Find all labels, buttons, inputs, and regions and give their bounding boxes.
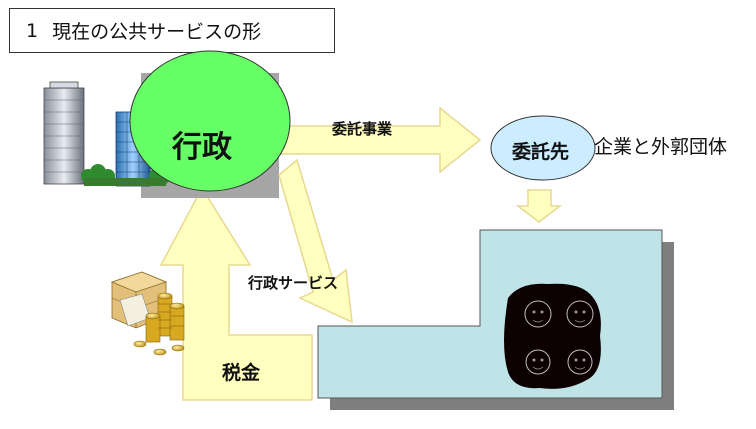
government-label: 行政 [172, 130, 232, 165]
title-text: 現在の公共サービスの形 [52, 21, 262, 43]
contractor-note: 企業と外郭団体 [594, 136, 728, 158]
service-arrow [278, 158, 353, 324]
outsourcing-label: 委託事業 [332, 120, 393, 138]
service-label: 行政サービス [248, 274, 339, 292]
tax-arrow [159, 186, 313, 401]
contractor-down-arrow [515, 189, 563, 223]
outsourcing-arrow [279, 106, 482, 174]
people-group-icon [504, 283, 601, 389]
service-area-panel [317, 229, 674, 410]
title-number: 1 [26, 19, 39, 42]
tax-label: 税金 [222, 362, 261, 384]
title-box: 1 現在の公共サービスの形 [9, 8, 335, 53]
contractor-label: 委託先 [512, 141, 570, 163]
money-pile-icon [110, 271, 185, 356]
government-ellipse [129, 50, 291, 192]
contractor-ellipse [490, 115, 596, 181]
